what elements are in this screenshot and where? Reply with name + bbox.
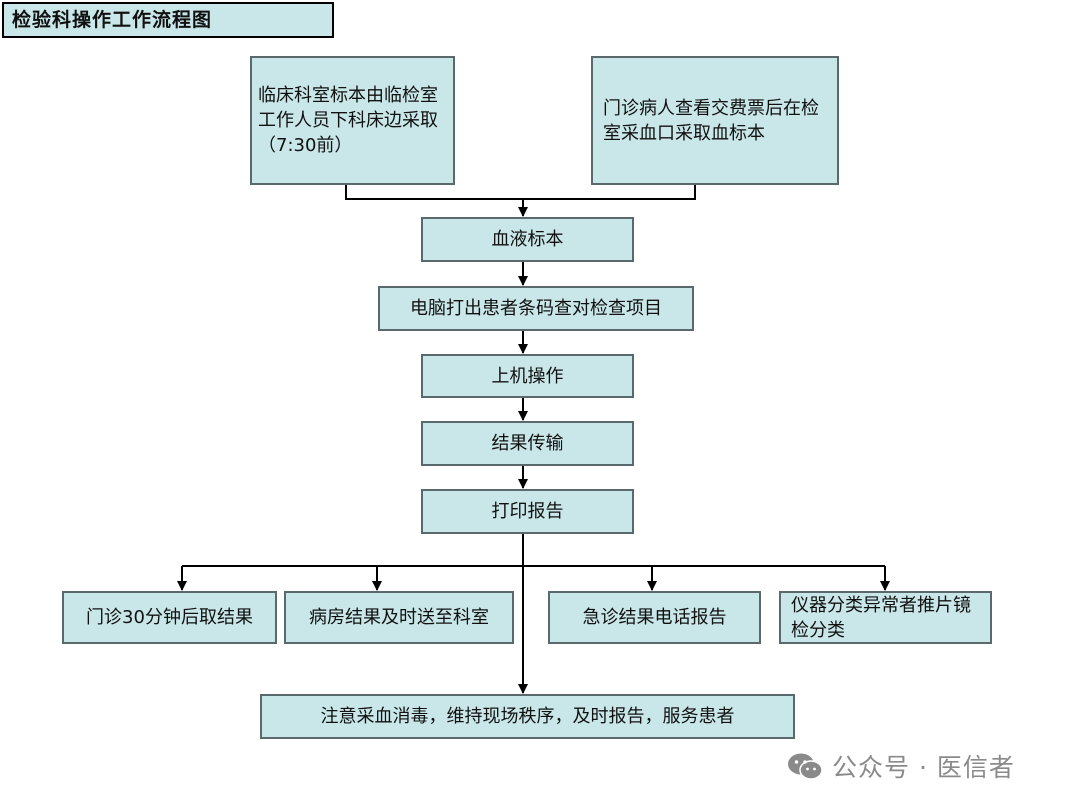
node-barcode-check-text: 电脑打出患者条码查对检查项目	[410, 298, 662, 319]
node-emergency-report: 急诊结果电话报告	[548, 591, 761, 644]
node-outpatient-sampling: 门诊病人查看交费票后在检室采血口采取血标本	[591, 56, 839, 185]
node-barcode-check: 电脑打出患者条码查对检查项目	[378, 286, 694, 331]
watermark: 公众号 · 医信者	[786, 746, 1015, 786]
node-instrument-classify-text: 仪器分类异常者推片镜检分类	[791, 594, 971, 641]
node-notice-text: 注意采血消毒，维持现场秩序，及时报告，服务患者	[320, 706, 735, 727]
watermark-text: 公众号 · 医信者	[832, 753, 1015, 782]
node-blood-sample-text: 血液标本	[491, 229, 564, 250]
node-instrument-classify: 仪器分类异常者推片镜检分类	[779, 591, 992, 644]
node-machine-operation-text: 上机操作	[491, 365, 564, 387]
node-ward-result: 病房结果及时送至科室	[284, 591, 514, 644]
node-print-report-text: 打印报告	[491, 501, 564, 522]
node-result-transfer: 结果传输	[421, 421, 634, 466]
node-outpatient-result: 门诊30分钟后取结果	[62, 591, 277, 644]
node-blood-sample: 血液标本	[421, 217, 634, 262]
node-result-transfer-text: 结果传输	[491, 433, 564, 454]
node-notice: 注意采血消毒，维持现场秩序，及时报告，服务患者	[260, 694, 795, 739]
node-print-report: 打印报告	[421, 489, 634, 534]
node-ward-sampling: 临床科室标本由临检室工作人员下科床边采取（7:30前）	[250, 56, 455, 185]
node-outpatient-result-text: 门诊30分钟后取结果	[86, 607, 253, 628]
node-outpatient-sampling-text: 门诊病人查看交费票后在检室采血口采取血标本	[603, 97, 819, 144]
node-machine-operation: 上机操作	[421, 354, 634, 398]
diagram-title: 检验科操作工作流程图	[2, 2, 334, 38]
node-emergency-report-text: 急诊结果电话报告	[582, 607, 727, 628]
node-ward-sampling-text: 临床科室标本由临检室工作人员下科床边采取（7:30前）	[258, 85, 438, 156]
node-ward-result-text: 病房结果及时送至科室	[309, 607, 489, 628]
wechat-icon	[788, 753, 823, 780]
